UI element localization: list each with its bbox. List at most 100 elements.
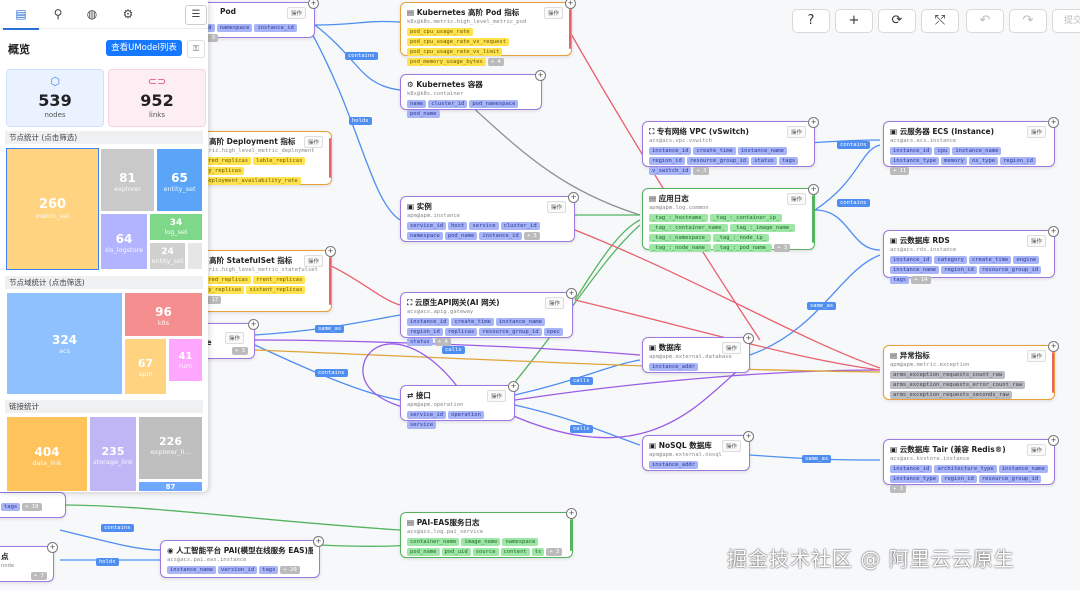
expand-icon[interactable]: +	[566, 288, 577, 299]
expand-icon[interactable]: +	[808, 184, 819, 195]
node-k8s-pod-metric[interactable]: ▤ Kubernetes 高阶 Pod 指标 k8s@k8s.metric.hi…	[400, 0, 576, 66]
operate-button[interactable]: 操作	[543, 7, 563, 19]
operate-button[interactable]: 操作	[303, 255, 323, 267]
operate-button[interactable]: 操作	[1026, 235, 1046, 247]
expand-icon[interactable]: +	[508, 381, 519, 392]
share-button[interactable]: ⤲	[921, 9, 959, 33]
expand-icon[interactable]: +	[313, 536, 324, 547]
node-statefulset-metric[interactable]: s 高阶 StatefulSet 指标 etric.high_level_met…	[195, 246, 336, 312]
tag: cluster_id	[500, 222, 540, 230]
lock-icon[interactable]: ⚿	[187, 40, 205, 58]
undo-button[interactable]: ↶	[966, 9, 1004, 33]
node-api-gateway[interactable]: ⛶ 云原生API网关(AI 网关) acs@acs.apig.gateway 操…	[400, 288, 577, 346]
expand-icon[interactable]: +	[1048, 341, 1059, 352]
node-nosql[interactable]: ▣ NoSQL 数据库 apm@apm.external.nosql 操作 in…	[642, 431, 754, 471]
expand-icon[interactable]: +	[535, 70, 546, 81]
operate-button[interactable]: 操作	[1026, 444, 1046, 456]
node-key: k8s@k8s.metric.high_level_metric_pod	[407, 19, 527, 25]
redo-button[interactable]: ↷	[1009, 9, 1047, 33]
tag: arms_exception_requests_error_count_raw	[890, 381, 1026, 389]
operate-button[interactable]: 操作	[286, 7, 306, 19]
tag: os_type	[968, 157, 999, 165]
expand-icon[interactable]: +	[47, 542, 58, 553]
operate-button[interactable]: 操作	[224, 332, 244, 344]
node-partial-bottom-left[interactable]: 点 node + 7 +	[0, 542, 58, 582]
expand-icon[interactable]: +	[1048, 117, 1059, 128]
view-umodel-list-button[interactable]: 查看UModel列表	[106, 40, 182, 56]
tag: pod_namespace	[469, 100, 519, 108]
expand-icon[interactable]: +	[325, 246, 336, 257]
node-app-log[interactable]: ▤ 应用日志 apm@apm.log.common 操作 _tag_:_host…	[642, 184, 819, 252]
operate-button[interactable]: 操作	[786, 193, 806, 205]
tag-more: + 11	[890, 167, 910, 175]
node-database[interactable]: ▣ 数据库 apm@apm.external.database 操作 insta…	[642, 333, 754, 373]
tag: pod_uid	[441, 548, 471, 556]
tab-domain[interactable]: ◍	[86, 7, 98, 21]
treemap-cell[interactable]	[187, 242, 203, 270]
node-key: acs@acs.kvstore.instance	[890, 456, 970, 462]
collapse-panel-button[interactable]: ☰	[185, 5, 207, 25]
operate-button[interactable]: 操作	[786, 126, 806, 138]
node-rds[interactable]: ▣ 云数据库 RDS acs@acs.rds.instance 操作 insta…	[883, 226, 1059, 284]
tab-filter[interactable]: ⚲	[53, 7, 63, 21]
operate-button[interactable]: 操作	[721, 440, 741, 452]
submit-button[interactable]: 提交	[1052, 9, 1080, 33]
node-instance[interactable]: ▣ 实例 apm@apm.instance 操作 service_id host…	[400, 192, 579, 242]
node-partial-left[interactable]: tags + 10	[0, 492, 66, 518]
node-interface[interactable]: ⇄ 接口 apm@apm.operation 操作 service_id ope…	[400, 381, 519, 429]
tag: container_name	[407, 538, 460, 546]
add-button[interactable]: +	[835, 9, 873, 33]
edge-label: holds	[96, 558, 119, 566]
operate-button[interactable]: 操作	[486, 390, 506, 402]
node-tair[interactable]: ▣ 云数据库 Tair (兼容 Redis®) acs@acs.kvstore.…	[883, 435, 1059, 493]
node-pai-log[interactable]: ▤ PAI-EAS服务日志 acs@acs.log.pai_service co…	[400, 508, 577, 558]
node-pai-eas[interactable]: ◉ 人工智能平台 PAI(模型在线服务 EAS)服... acs@acs.pai…	[160, 536, 324, 578]
node-title: s 高阶 Deployment 指标	[202, 137, 296, 146]
node-exception-metric[interactable]: ▤ 异常指标 apm@apm.metric.exception 操作 arms_…	[883, 341, 1059, 400]
help-button[interactable]: ?	[792, 9, 830, 33]
tag: pod_memory_usage_bytes	[407, 58, 486, 66]
expand-icon[interactable]: +	[743, 431, 754, 442]
tab-overview[interactable]: ▤	[3, 0, 39, 30]
expand-icon[interactable]: +	[565, 0, 576, 9]
node-title: ▣ 云数据库 RDS	[890, 236, 950, 245]
tab-settings[interactable]: ⚙	[122, 7, 134, 21]
treemap-cell[interactable]: 87	[138, 481, 203, 492]
node-vpc[interactable]: ⛶ 专有网络 VPC (vSwitch) acs@acs.vpc.vswitch…	[642, 117, 819, 175]
operate-button[interactable]: 操作	[544, 297, 564, 309]
node-k8s-container[interactable]: ⚙ Kubernetes 容器 k8s@k8s.container name c…	[400, 70, 546, 118]
expand-icon[interactable]: +	[248, 319, 259, 330]
expand-icon[interactable]: +	[308, 0, 319, 9]
tag-more: + 4	[434, 338, 451, 346]
tag: instance_id	[407, 318, 450, 326]
expand-icon[interactable]: +	[1048, 226, 1059, 237]
node-title: ▤ 异常指标	[890, 351, 930, 360]
expand-icon[interactable]: +	[566, 508, 577, 519]
refresh-button[interactable]: ⟳	[878, 9, 916, 33]
expand-icon[interactable]: +	[808, 117, 819, 128]
operate-button[interactable]: 操作	[1026, 126, 1046, 138]
node-ecs[interactable]: ▣ 云服务器 ECS (Instance) acs@acs.ecs.instan…	[883, 117, 1059, 175]
node-deployment-metric[interactable]: s 高阶 Deployment 指标 etric.high_level_metr…	[195, 131, 332, 185]
expand-icon[interactable]: +	[743, 333, 754, 344]
operate-button[interactable]: 操作	[721, 342, 741, 354]
node-pod[interactable]: Pod 操作 id namespace instance_id + 3 +	[195, 0, 319, 42]
operate-button[interactable]: 操作	[303, 136, 323, 148]
operate-button[interactable]: 操作	[546, 201, 566, 213]
expand-icon[interactable]: +	[568, 192, 579, 203]
expand-icon[interactable]: +	[1048, 435, 1059, 446]
operate-button[interactable]: 操作	[1026, 350, 1046, 362]
